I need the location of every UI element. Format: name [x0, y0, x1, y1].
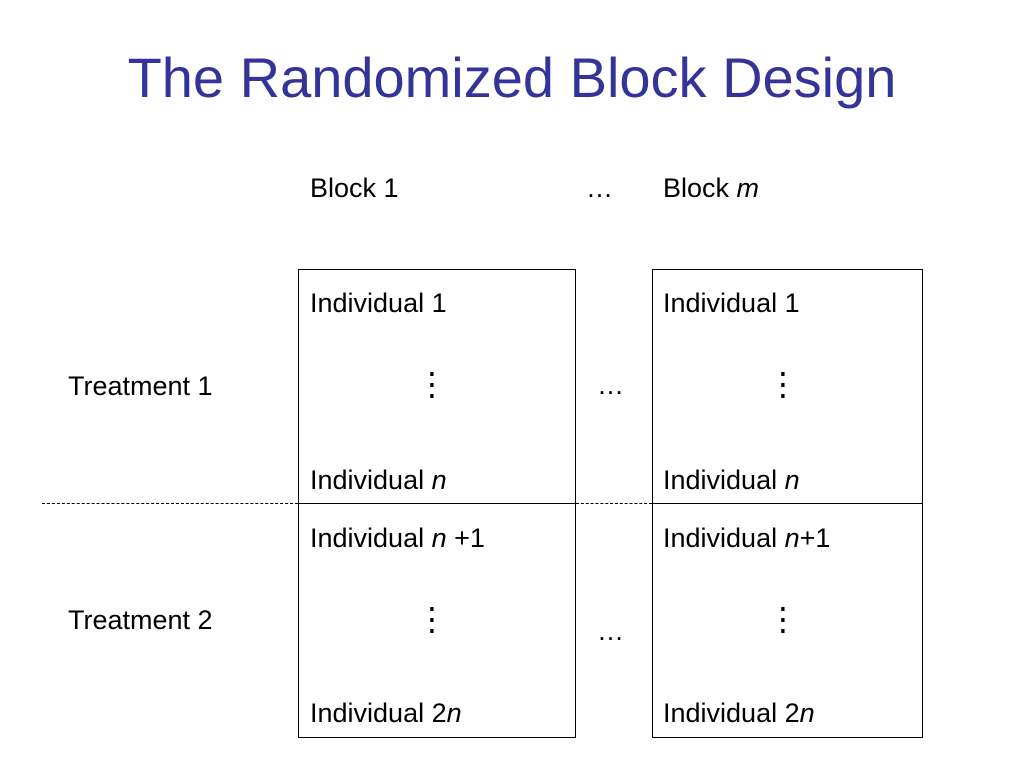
block-m-treatment-2-last: Individual 2n	[663, 698, 815, 728]
treatment-2-label: Treatment 2	[68, 605, 213, 635]
treatment-1-label: Treatment 1	[68, 371, 213, 401]
page-title: The Randomized Block Design	[127, 46, 897, 109]
block-1-treatment-2-last: Individual 2n	[310, 698, 462, 728]
blocks-ellipsis-header: …	[586, 173, 613, 203]
block-m-treatment-2-vdots: ⋮	[767, 600, 799, 638]
block-1-treatment-1-vdots: ⋮	[416, 365, 448, 403]
block-m-treatment-2-first: Individual n+1	[663, 523, 831, 553]
treatment-separator-middle	[576, 503, 652, 504]
block-1-divider	[298, 503, 576, 504]
block-m-treatment-1-last: Individual n	[663, 465, 800, 495]
block-1-treatment-2-vdots: ⋮	[416, 600, 448, 638]
block-m-treatment-1-vdots: ⋮	[767, 365, 799, 403]
block-1-treatment-2-first: Individual n +1	[310, 523, 485, 553]
block-m-divider	[652, 503, 923, 504]
treatment-1-blocks-ellipsis: …	[597, 370, 624, 400]
block-1-treatment-1-first: Individual 1	[310, 288, 447, 318]
block-m-treatment-1-first: Individual 1	[663, 288, 800, 318]
treatment-separator-left	[42, 503, 298, 504]
block-m-header: Block m	[663, 173, 760, 203]
block-1-treatment-1-last: Individual n	[310, 465, 447, 495]
block-1-header: Block 1	[310, 173, 399, 203]
treatment-2-blocks-ellipsis: …	[597, 616, 624, 646]
